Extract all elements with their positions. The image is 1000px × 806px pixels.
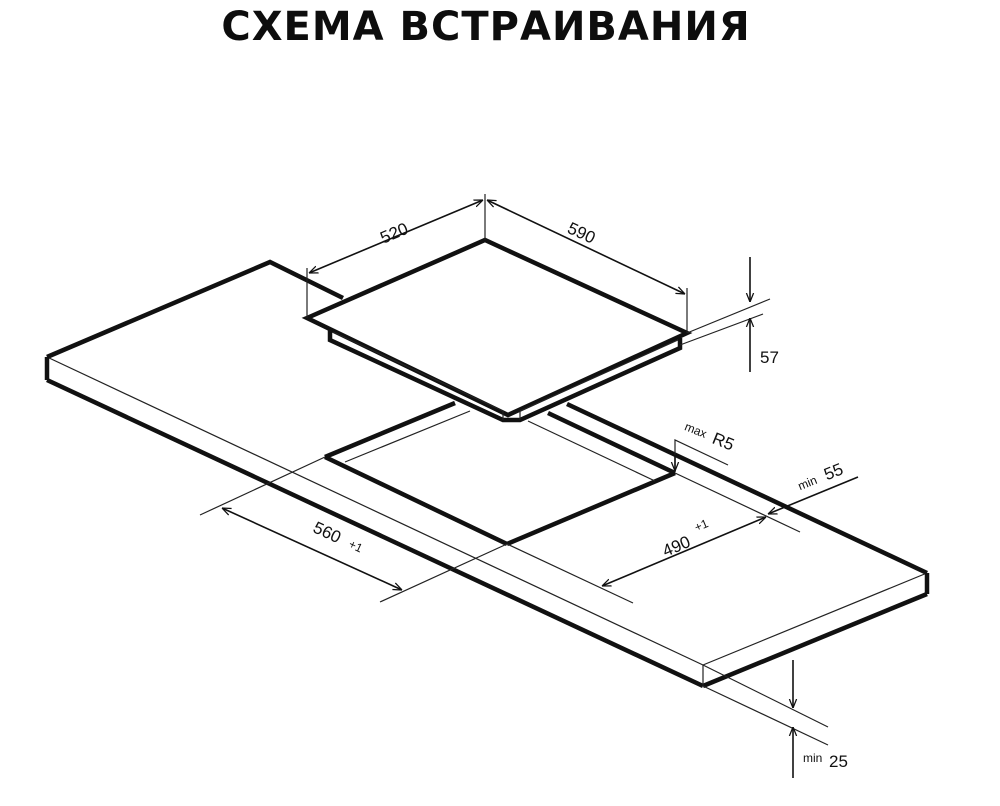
dimension-hob-height: 57 xyxy=(679,257,779,372)
label-edge-distance: 55 xyxy=(821,460,846,485)
label-hob-depth: 520 xyxy=(377,219,411,248)
hob xyxy=(301,237,693,423)
diagram-title: СХЕМА ВСТРАИВАНИЯ xyxy=(221,4,751,50)
label-cutout-depth-tolerance: +1 xyxy=(692,516,710,534)
dimension-worktop-thickness: min 25 xyxy=(702,660,848,778)
annotation-corner-radius: max R5 xyxy=(675,419,737,471)
label-cutout-width-tolerance: +1 xyxy=(347,537,366,556)
label-hob-height: 57 xyxy=(760,348,779,367)
label-edge-distance-prefix: min xyxy=(796,473,819,493)
label-cutout-depth: 490 xyxy=(660,532,694,561)
label-worktop-thickness: 25 xyxy=(829,752,848,771)
dimension-hob-width: 590 xyxy=(487,200,688,333)
label-worktop-thickness-prefix: min xyxy=(803,751,822,765)
label-corner-radius: R5 xyxy=(710,429,737,455)
label-corner-radius-prefix: max xyxy=(683,419,709,440)
label-cutout-width: 560 xyxy=(310,518,344,547)
dimension-cutout-width: 560 +1 xyxy=(199,456,508,603)
worktop xyxy=(44,259,930,689)
cutout xyxy=(324,400,676,547)
label-hob-width: 590 xyxy=(565,218,599,247)
dimension-hob-depth: 520 xyxy=(306,194,486,318)
